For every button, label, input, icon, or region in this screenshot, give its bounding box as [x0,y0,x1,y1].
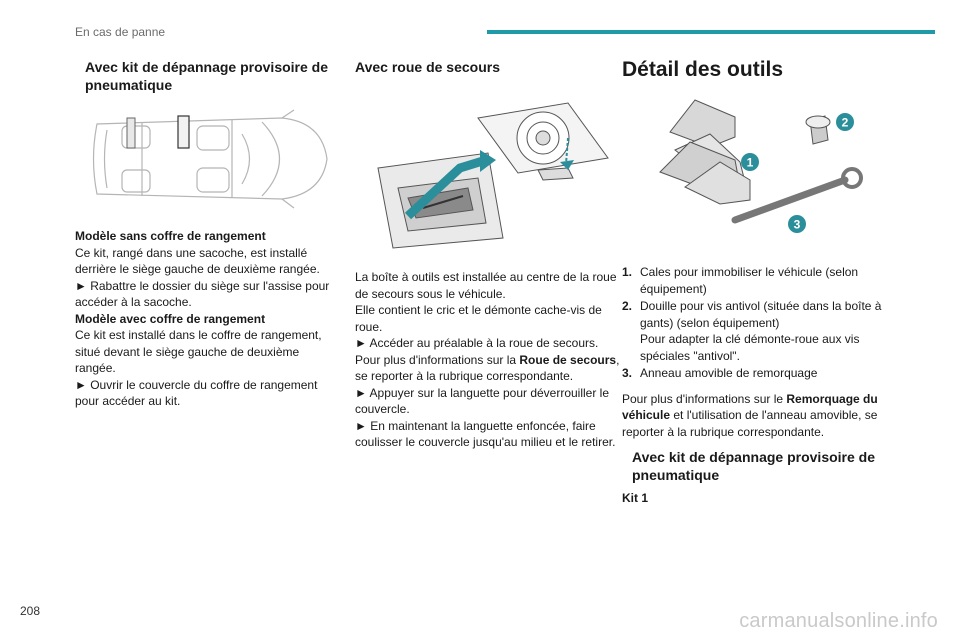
spare-wheel-reference: Pour plus d'informations sur la Roue de … [355,352,623,385]
list-text: Douille pour vis antivol (située dans la… [640,299,882,330]
step-access-spare-wheel: ► Accéder au préalable à la roue de seco… [355,336,599,350]
watermark: carmanualsonline.info [739,610,938,632]
list-item: 2. Douille pour vis antivol (située dans … [622,298,907,364]
ref-prefix: Pour plus d'informations sur la [355,352,520,367]
list-item: 3. Anneau amovible de remorquage [622,365,907,382]
callout-1: 1 [747,156,754,170]
section-heading-spare-wheel: Avec roue de secours [355,59,500,75]
column-left: Avec kit de dépannage provisoire de pneu… [75,58,340,94]
column-left-body: Modèle sans coffre de rangement Ce kit, … [75,228,340,410]
towing-reference: Pour plus d'informations sur le Remorqua… [622,391,907,441]
subhead-no-storage: Modèle sans coffre de rangement [75,229,266,243]
column-middle-body: La boîte à outils est installée au centr… [355,269,623,451]
page-number: 208 [20,604,41,618]
section-heading-tool-details: Détail des outils [622,58,784,81]
list-extra-text: Pour adapter la clé démonte-roue aux vis… [640,332,860,363]
list-number: 3. [622,366,633,380]
tool-list: 1. Cales pour immobiliser le véhicule (se… [622,264,907,382]
para-no-storage-location: Ce kit, rangé dans une sacoche, est inst… [75,245,320,277]
subhead-with-storage: Modèle avec coffre de rangement [75,311,266,326]
kit-label: Kit 1 [622,491,649,505]
column-middle: Avec roue de secours [355,58,623,76]
para-with-storage-location: Ce kit est installé dans le coffre de ra… [75,328,322,375]
ref-spare-wheel-link: Roue de secours [519,352,617,367]
car-top-view-illustration [92,109,328,209]
list-number: 2. [622,299,633,313]
column-right-body: 1. Cales pour immobiliser le véhicule (se… [622,264,907,507]
spare-wheel-toolbox-illustration [377,102,609,249]
running-header: En cas de panne [75,25,166,39]
step-press-tab: ► Appuyer sur la languette pour déverrou… [355,385,610,417]
ref-suffix: , se reporter à la rubrique correspondan… [355,352,620,384]
step-fold-seat: ► Rabattre le dossier du siège sur l'ass… [75,278,330,310]
header-accent-rule [487,30,935,34]
list-number: 1. [622,265,633,279]
callout-3: 3 [794,218,801,232]
list-text: Anneau amovible de remorquage [640,366,818,380]
tools-illustration: 1 2 3 [659,99,863,233]
step-open-lid: ► Ouvrir le couvercle du coffre de range… [75,377,318,409]
column-right: Détail des outils [622,58,907,82]
callout-2: 2 [842,116,849,130]
list-item: 1. Cales pour immobiliser le véhicule (se… [622,264,907,297]
section-heading-tyre-kit: Avec kit de dépannage provisoire de pneu… [85,59,329,93]
section-heading-tyre-kit-2: Avec kit de dépannage provisoire de pneu… [632,449,876,483]
ref-suffix: et l'utilisation de l'anneau amovible, s… [622,408,878,439]
toolbox-location: La boîte à outils est installée au centr… [355,270,617,301]
ref-towing-link: Remorquage du véhicule [622,391,878,423]
list-text: Cales pour immobiliser le véhicule (selo… [640,265,859,296]
ref-prefix: Pour plus d'informations sur le [622,391,787,406]
toolbox-contents: Elle contient le cric et le démonte cach… [355,303,602,334]
step-slide-cover: ► En maintenant la languette enfoncée, f… [355,418,616,450]
